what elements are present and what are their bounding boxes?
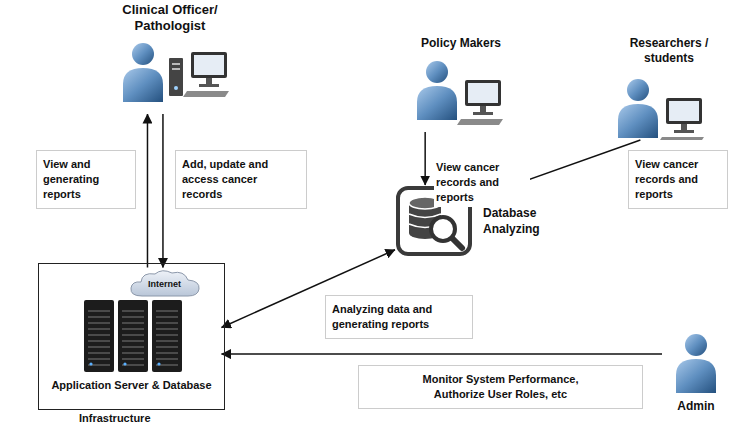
node-label: Infrastructure: [79, 411, 151, 425]
arrow-connector: [147, 114, 149, 268]
person-node: Researchers / students: [604, 36, 734, 140]
person-node: Clinical Officer/ Pathologist: [95, 2, 245, 114]
node-label: Researchers / students: [612, 36, 726, 66]
edge-label: Monitor System Performance, Authorize Us…: [358, 365, 643, 409]
node-label: Internet: [128, 269, 202, 299]
node-icon: [42, 298, 222, 378]
person-node: Policy Makers: [405, 36, 517, 132]
person-node: Admin: [662, 333, 730, 421]
edge-label: Analyzing data and generating reports: [325, 295, 473, 339]
edge-label: View cancer records and reports: [434, 158, 530, 207]
arrow-connector: [162, 114, 164, 268]
node-label: Application Server & Database: [42, 378, 222, 392]
edge-label: View and generating reports: [36, 150, 136, 209]
node-label: Policy Makers: [405, 36, 517, 51]
node-icon: [662, 333, 730, 397]
node-label: Clinical Officer/ Pathologist: [99, 2, 241, 34]
node-icon: [405, 36, 517, 132]
edge-label: View cancer records and reports: [628, 150, 728, 209]
arrow-connector: [424, 132, 426, 185]
node-label: Database Analyzing: [483, 205, 567, 237]
arrow-connector: [222, 353, 663, 355]
server-node: Application Server & Database: [42, 298, 222, 398]
internet-cloud: Internet: [128, 268, 202, 298]
node-label: Admin: [662, 399, 730, 414]
edge-label: Add, update and access cancer records: [175, 150, 307, 209]
infrastructure-box: InfrastructureInternetApplication Server…: [38, 263, 225, 410]
